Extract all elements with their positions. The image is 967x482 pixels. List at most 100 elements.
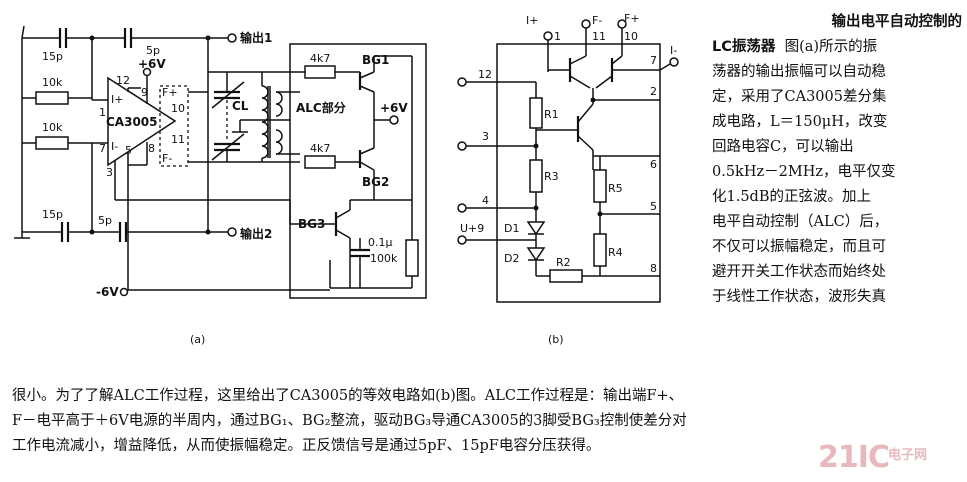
desc-line-7: 化1.5dB的正弦波。加上 [712, 189, 871, 205]
svg-text:10: 10 [624, 30, 638, 43]
description-bottom: 很小。为了了解ALC工作过程，这里给出了CA3005的等效电路如(b)图。ALC… [12, 384, 962, 459]
description-right: 输出电平自动控制的 LC振荡器 图(a)所示的振 荡器的输出振幅可以自动稳 定，… [712, 10, 962, 310]
desc-line-2: 荡器的输出振幅可以自动稳 [712, 64, 886, 80]
svg-text:7: 7 [99, 142, 106, 155]
label-10k-2: 10k [42, 121, 63, 134]
desc-bottom-line-3: 工作电流减小，增益降低，从而使振幅稳定。正反馈信号是通过5pF、15pF电容分压… [12, 438, 601, 454]
svg-text:R1: R1 [544, 108, 559, 121]
svg-text:7: 7 [650, 54, 657, 67]
desc-line-1: 图(a)所示的振 [784, 39, 878, 55]
ca3005-amplifier [107, 76, 177, 167]
svg-text:11: 11 [592, 30, 606, 43]
svg-text:0.1μ: 0.1μ [368, 236, 393, 249]
caption-b: (b) [548, 333, 564, 346]
label-15p-top: 15p [42, 50, 63, 63]
inductor-cl [261, 85, 269, 159]
resistor-r1 [529, 97, 543, 129]
svg-text:BG1: BG1 [362, 53, 389, 67]
svg-text:4k7: 4k7 [310, 142, 330, 155]
description-title-part1: 输出电平自动控制的 [831, 14, 963, 30]
label-ca3005: CA3005 [106, 115, 158, 129]
desc-bottom-line-2: F－电平高于＋6V电源的半周内，通过BG₁、BG₂整流，驱动BG₃导通CA300… [12, 413, 687, 429]
alc-section-box [289, 43, 427, 299]
svg-text:4: 4 [482, 194, 489, 207]
svg-text:I+: I+ [111, 93, 123, 106]
desc-line-9: 不仅可以振幅稳定，而且可 [712, 239, 886, 255]
svg-text:3: 3 [482, 130, 489, 143]
svg-text:D1: D1 [504, 222, 519, 235]
svg-text:+6V: +6V [138, 57, 166, 71]
terminal-4 [457, 203, 467, 213]
output2-terminal [227, 227, 237, 237]
circuit-a: 15p 5p 输出1 10k 10k CA3005 I+ I- 1 7 +6V … [14, 25, 427, 346]
svg-text:U+9: U+9 [460, 222, 484, 235]
svg-text:1: 1 [554, 30, 561, 43]
svg-text:12: 12 [478, 68, 492, 81]
svg-text:I-: I- [111, 140, 118, 153]
svg-text:5: 5 [650, 200, 657, 213]
svg-text:8: 8 [148, 142, 155, 155]
svg-text:3: 3 [106, 166, 113, 179]
terminal-3 [457, 141, 467, 151]
resistor-10k-1 [35, 91, 69, 105]
watermark-logo: 21IC [818, 440, 890, 475]
desc-line-10: 避开开关工作状态而始终处 [712, 264, 886, 280]
terminal-f-minus [581, 19, 591, 29]
desc-line-8: 电平自动控制（ALC）后， [712, 214, 889, 230]
desc-bottom-line-1: 很小。为了了解ALC工作过程，这里给出了CA3005的等效电路如(b)图。ALC… [12, 388, 684, 404]
desc-line-5: 回路电容C，可以输出 [712, 139, 854, 155]
svg-text:9: 9 [141, 86, 148, 99]
circuit-b: I+ 1 F- 11 F+ 10 7 I- 2 6 [457, 12, 679, 346]
svg-text:R2: R2 [556, 256, 571, 269]
label-output2: 输出2 [240, 226, 272, 241]
svg-text:BG2: BG2 [362, 175, 389, 189]
caption-a: (a) [190, 333, 205, 346]
svg-text:R4: R4 [608, 246, 623, 259]
terminal-12 [457, 77, 467, 87]
label-alc: ALC部分 [296, 100, 346, 115]
terminal-u9 [457, 235, 467, 245]
svg-text:12: 12 [116, 74, 130, 87]
resistor-r5 [593, 169, 607, 203]
diode-d1 [526, 221, 546, 236]
output1-terminal [227, 33, 237, 43]
label-cl: CL [232, 99, 249, 113]
svg-text:15p: 15p [42, 208, 63, 221]
svg-text:F-: F- [592, 14, 602, 27]
desc-line-6: 0.5kHz－2MHz，电平仅变 [712, 164, 896, 180]
svg-text:R3: R3 [544, 170, 559, 183]
svg-text:F-: F- [162, 152, 172, 165]
svg-text:11: 11 [171, 133, 185, 146]
svg-text:-6V: -6V [96, 285, 119, 299]
resistor-4k7-1 [304, 65, 336, 79]
terminal-i-minus [669, 57, 679, 67]
svg-text:2: 2 [650, 85, 657, 98]
svg-text:1: 1 [99, 106, 106, 119]
description-title-part2: LC振荡器 [712, 39, 776, 55]
resistor-10k-2 [35, 136, 69, 150]
svg-text:+6V: +6V [380, 101, 408, 115]
output-pins-box [159, 85, 189, 167]
resistor-4k7-2 [304, 155, 336, 169]
svg-text:5p: 5p [98, 214, 112, 227]
svg-text:5: 5 [125, 144, 132, 157]
resistor-r3 [529, 159, 543, 193]
svg-text:100k: 100k [370, 252, 398, 265]
svg-text:10: 10 [171, 102, 185, 115]
resistor-r4 [593, 233, 607, 267]
label-10k-1: 10k [42, 76, 63, 89]
svg-text:I+: I+ [526, 14, 538, 27]
minus6v-terminal [119, 287, 129, 297]
terminal-i-plus [543, 31, 553, 41]
label-5p-top: 5p [146, 44, 160, 57]
svg-text:F+: F+ [162, 86, 178, 99]
label-output1: 输出1 [240, 30, 272, 45]
resistor-100k [405, 239, 419, 277]
svg-text:8: 8 [650, 262, 657, 275]
ca3005-equivalent-box [496, 43, 661, 303]
watermark-sub: 电子网 [888, 448, 928, 463]
svg-text:D2: D2 [504, 252, 519, 265]
alc-plus6v-terminal [389, 115, 399, 125]
desc-line-11: 于线性工作状态，波形失真 [712, 289, 886, 305]
